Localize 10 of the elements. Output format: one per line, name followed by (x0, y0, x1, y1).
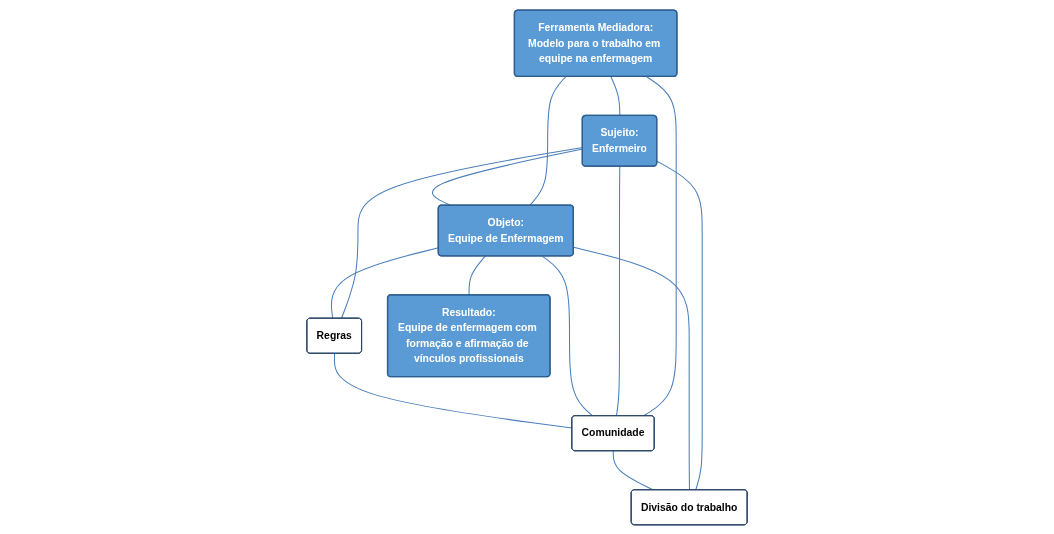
connector (612, 450, 654, 491)
connector (610, 75, 621, 116)
connector (573, 246, 691, 491)
connector (529, 75, 567, 206)
connector (642, 75, 677, 416)
connector (333, 352, 573, 429)
connector (468, 255, 486, 296)
connector (615, 165, 621, 416)
connector (656, 160, 703, 491)
connector (541, 255, 594, 416)
